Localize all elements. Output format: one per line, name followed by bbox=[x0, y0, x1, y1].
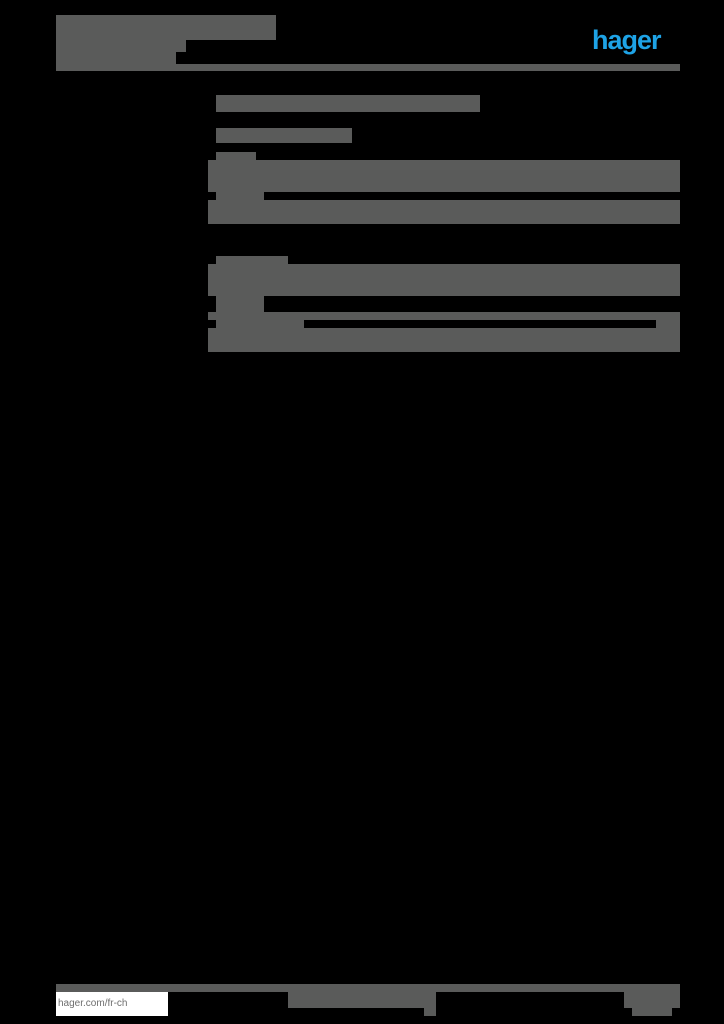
header-title-line2 bbox=[56, 40, 186, 52]
item-2-text-line3b bbox=[656, 320, 680, 328]
footer-url-link[interactable]: hager.com/fr-ch bbox=[56, 992, 168, 1016]
footer-page-number bbox=[624, 992, 680, 1008]
section-subtitle bbox=[216, 128, 352, 143]
footer-rule bbox=[56, 984, 680, 992]
section-title bbox=[216, 95, 480, 112]
item-1-text-line1 bbox=[208, 160, 680, 192]
footer-page-number-2 bbox=[632, 1008, 672, 1016]
footer-center-tail bbox=[424, 1000, 436, 1016]
hager-logo: hager bbox=[592, 25, 662, 55]
header-subtitle bbox=[56, 52, 176, 64]
header-title bbox=[56, 15, 276, 40]
item-2-text-line1 bbox=[208, 264, 680, 296]
header-rule bbox=[56, 64, 680, 71]
footer-center-text bbox=[288, 992, 436, 1008]
item-2-text-line4 bbox=[208, 328, 680, 352]
item-2-text-line2 bbox=[208, 312, 680, 320]
item-2-label bbox=[216, 296, 264, 312]
item-2-text-line3 bbox=[216, 320, 304, 328]
item-1-label bbox=[216, 192, 264, 200]
item-1-text-line2 bbox=[208, 200, 680, 224]
